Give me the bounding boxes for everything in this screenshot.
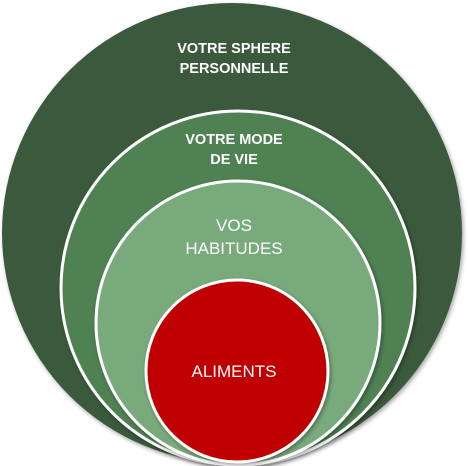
core-label: ALIMENTS bbox=[0, 361, 468, 384]
outer-sphere-label-line2: PERSONNELLE bbox=[179, 60, 289, 77]
habits-label-line2: HABITUDES bbox=[185, 238, 283, 258]
habits-label: VOS HABITUDES bbox=[0, 215, 468, 261]
outer-sphere-label-line1: VOTRE SPHERE bbox=[177, 41, 291, 57]
lifestyle-label-line2: DE VIE bbox=[210, 151, 258, 168]
outer-sphere-label: VOTRE SPHERE PERSONNELLE bbox=[0, 40, 468, 79]
lifestyle-label-line1: VOTRE MODE bbox=[185, 132, 283, 148]
lifestyle-label: VOTRE MODE DE VIE bbox=[0, 131, 468, 170]
habits-label-line1: VOS bbox=[216, 216, 252, 235]
core-circle bbox=[144, 278, 330, 464]
core-label-text: ALIMENTS bbox=[191, 362, 277, 381]
